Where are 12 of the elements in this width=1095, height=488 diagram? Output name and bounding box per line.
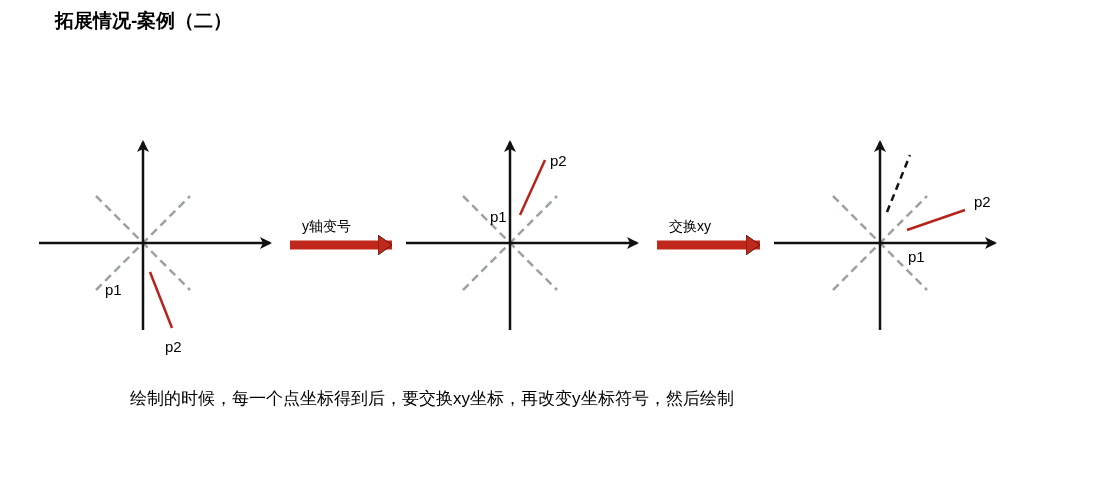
point-label: p2 — [165, 338, 182, 356]
point-label: p1 — [908, 248, 925, 266]
edge-label: 交换xy — [669, 217, 711, 235]
point-label: p2 — [974, 193, 991, 211]
point-label: p2 — [550, 152, 567, 170]
title: 拓展情况-案例（二） — [55, 9, 233, 33]
block-arrow — [290, 234, 393, 256]
caption: 绘制的时候，每一个点坐标得到后，要交换xy坐标，再改变y坐标符号，然后绘制 — [130, 388, 734, 410]
point-label: p1 — [490, 208, 507, 226]
block-arrow — [657, 234, 761, 256]
point-label: p1 — [105, 281, 122, 299]
edge-label: y轴变号 — [302, 217, 351, 235]
